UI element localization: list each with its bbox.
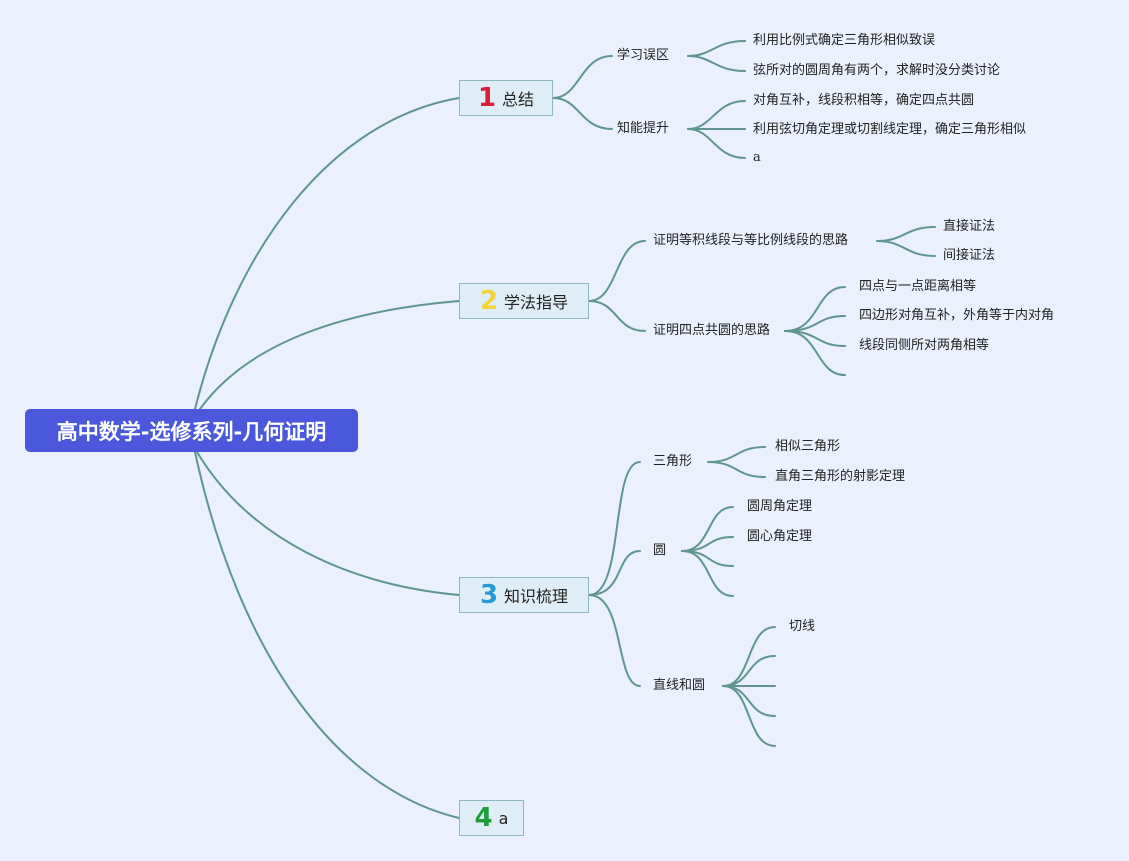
subtopic-node[interactable]: 证明等积线段与等比例线段的思路 [653,233,849,248]
edge-c11-l2 [687,55,746,72]
edge-c22-l2 [784,315,846,332]
edge-b2-c1 [588,240,646,302]
subtopic-node[interactable]: 学习误区 [617,48,670,63]
edge-c31-l1 [707,446,766,463]
leaf-node[interactable]: 四点与一点距离相等 [859,279,977,294]
leaf-node[interactable]: 直接证法 [943,219,996,234]
edge-c31-l2 [707,461,766,478]
subtopic-node[interactable]: 三角形 [653,454,693,469]
branch-label: 知识梳理 [504,587,569,606]
leaf-node[interactable]: 利用比例式确定三角形相似致误 [753,33,936,48]
leaf-node[interactable]: 四边形对角互补，外角等于内对角 [859,308,1055,323]
edge-c33-l4 [722,685,776,717]
edge-c33-l2 [722,655,776,687]
edge-c21-l2 [876,240,936,257]
edge-root-b3 [196,451,460,596]
subtopic-node[interactable]: 直线和圆 [653,678,706,693]
branch-node-4[interactable]: 4 a [459,800,524,836]
edge-c32-l1 [681,506,734,552]
edge-b3-c2 [588,550,641,596]
edge-c21-l1 [876,226,936,242]
edge-b1-c1 [552,55,613,99]
red-number-1-icon: 1 [477,83,497,113]
edge-c32-l4 [681,550,734,597]
branch-label: 总结 [502,90,535,109]
branch-label: a [498,808,509,828]
leaf-node[interactable]: 线段同侧所对两角相等 [859,338,990,353]
edge-b3-c3 [588,594,641,687]
branch-label: 学法指导 [504,293,569,312]
subtopic-node[interactable]: 知能提升 [617,121,670,136]
edge-root-b2 [199,300,460,410]
edge-root-b4 [194,451,460,819]
root-title: 高中数学-选修系列-几何证明 [56,419,327,444]
edge-c11-l1 [687,40,746,57]
leaf-node[interactable]: a [753,150,761,165]
leaf-node[interactable]: 间接证法 [943,248,996,263]
subtopic-node[interactable]: 圆 [653,543,667,558]
yellow-number-2-icon: 2 [479,286,499,316]
edge-b2-c2 [588,300,646,332]
edge-c22-l1 [784,286,846,332]
green-number-4-icon: 4 [474,803,493,833]
leaf-node[interactable]: 相似三角形 [775,439,841,454]
edge-c22-l3 [784,330,846,347]
edge-c12-l3 [687,128,746,159]
leaf-node[interactable]: 直角三角形的射影定理 [775,469,906,484]
branch-node-1[interactable]: 1 总结 [459,80,553,116]
root-node[interactable]: 高中数学-选修系列-几何证明 [25,409,358,452]
subtopic-node[interactable]: 证明四点共圆的思路 [653,323,771,338]
edge-b1-c2 [552,97,613,130]
edge-c12-l1 [687,100,746,130]
edge-root-b1 [194,97,460,410]
leaf-node[interactable]: 对角互补，线段积相等，确定四点共圆 [753,93,975,108]
leaf-node[interactable]: 圆周角定理 [747,499,813,514]
leaf-node[interactable]: 圆心角定理 [747,529,813,544]
edge-c22-l4 [784,330,846,376]
leaf-node[interactable]: 利用弦切角定理或切割线定理，确定三角形相似 [753,122,1027,137]
edge-c33-l5 [722,685,776,747]
leaf-node[interactable]: 切线 [789,619,816,634]
edge-c33-l1 [722,626,776,687]
edge-c32-l3 [681,550,734,567]
leaf-node[interactable]: 弦所对的圆周角有两个，求解时没分类讨论 [753,63,1001,78]
blue-number-3-icon: 3 [479,580,499,610]
edge-b3-c1 [588,461,641,596]
branch-node-3[interactable]: 3 知识梳理 [459,577,589,613]
branch-node-2[interactable]: 2 学法指导 [459,283,589,319]
